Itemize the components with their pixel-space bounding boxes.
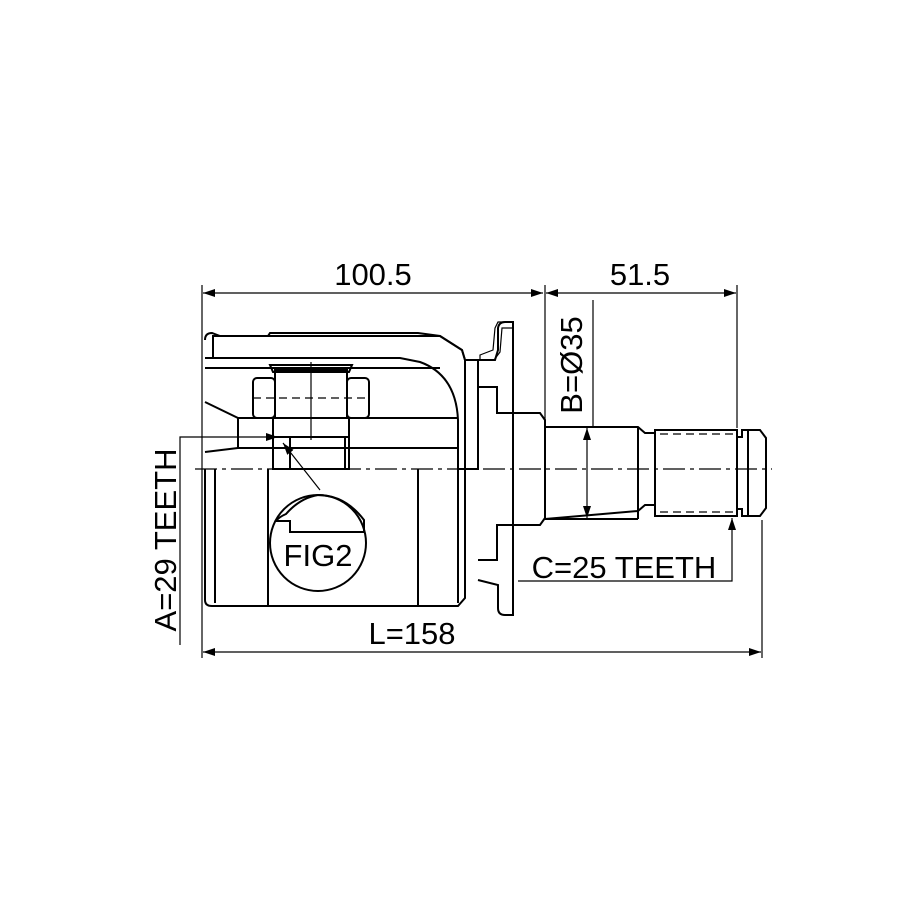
- extension-lines: [201, 285, 763, 658]
- leader-inner-teeth: [179, 433, 278, 645]
- fig2-detail: FIG2: [269, 442, 367, 592]
- fig2-label: FIG2: [284, 538, 353, 573]
- dim-total-label: L=158: [368, 616, 455, 651]
- dim-100-5-label: 100.5: [334, 257, 412, 292]
- dim-51-5-label: 51.5: [610, 257, 670, 292]
- outer-teeth-label: C=25 TEETH: [532, 550, 717, 585]
- stub-shaft: [477, 321, 767, 616]
- leader-outer-teeth: [518, 518, 736, 582]
- tripod-roller: [252, 362, 370, 470]
- diameter-label: B=Ø35: [554, 316, 589, 413]
- inner-teeth-label: A=29 TEETH: [148, 449, 183, 632]
